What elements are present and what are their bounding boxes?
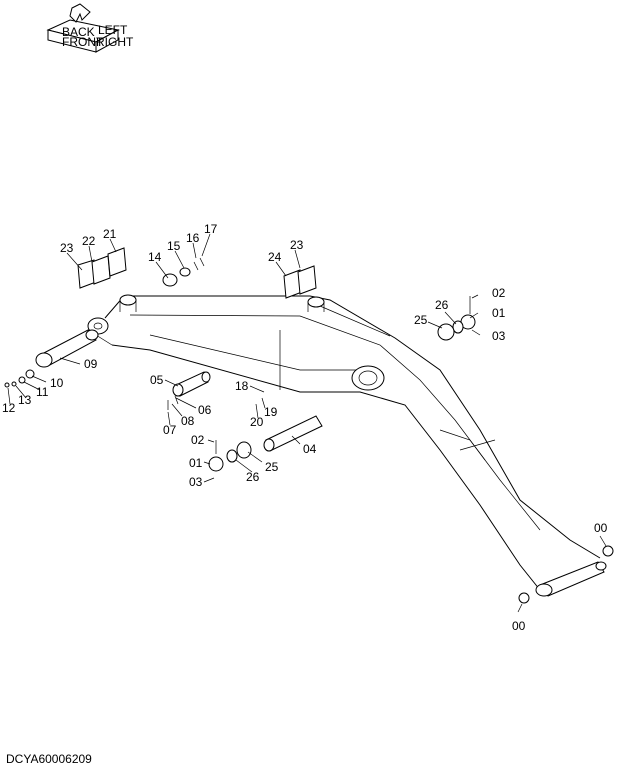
orientation-front-label: FRONT xyxy=(62,35,104,49)
part-label-13: 13 xyxy=(18,393,32,407)
part-label-22: 22 xyxy=(82,234,96,248)
part-label-21: 21 xyxy=(103,227,117,241)
orientation-back-label: BACK xyxy=(62,25,95,39)
pin-05 xyxy=(167,371,211,410)
part-label-06: 06 xyxy=(198,403,212,417)
orientation-right-label: RIGHT xyxy=(96,35,134,49)
part-label-18: 18 xyxy=(235,379,249,393)
part-label-15: 15 xyxy=(167,239,181,253)
part-label-25a: 25 xyxy=(265,460,279,474)
part-label-25b: 25 xyxy=(414,313,428,327)
washers-14-17 xyxy=(162,257,205,287)
lower-pin-cap xyxy=(208,440,252,472)
boom-body xyxy=(87,294,607,597)
leader-lines xyxy=(7,233,607,613)
part-label-02a: 02 xyxy=(191,433,205,447)
part-label-03b: 03 xyxy=(492,329,506,343)
part-label-26b: 26 xyxy=(435,298,449,312)
part-label-23b: 23 xyxy=(290,238,304,252)
part-label-04: 04 xyxy=(303,442,317,456)
part-label-09: 09 xyxy=(84,357,98,371)
part-label-20: 20 xyxy=(250,415,264,429)
shim-plates xyxy=(77,247,317,299)
part-label-01a: 01 xyxy=(189,456,203,470)
pin-09 xyxy=(35,329,99,368)
part-label-16: 16 xyxy=(186,231,200,245)
part-labels: 23 22 21 14 15 16 17 23 24 02 26 01 25 0… xyxy=(2,222,608,633)
part-label-00a: 00 xyxy=(594,521,608,535)
part-label-12: 12 xyxy=(2,401,16,415)
document-code: DCYA60006209 xyxy=(6,752,92,766)
part-label-08: 08 xyxy=(181,414,195,428)
part-label-05: 05 xyxy=(150,373,164,387)
part-label-26a: 26 xyxy=(246,470,260,484)
part-label-24: 24 xyxy=(268,250,282,264)
part-label-11: 11 xyxy=(36,385,49,399)
orientation-left-label: LEFT xyxy=(98,23,128,37)
part-label-10: 10 xyxy=(50,376,64,390)
part-label-14: 14 xyxy=(148,250,162,264)
orientation-icon: BACK FRONT RIGHT LEFT xyxy=(46,3,134,53)
part-label-02b: 02 xyxy=(492,286,506,300)
part-label-01b: 01 xyxy=(492,306,506,320)
part-label-03a: 03 xyxy=(189,475,203,489)
pin-04 xyxy=(263,415,323,452)
part-label-00b: 00 xyxy=(512,619,526,633)
part-label-07: 07 xyxy=(163,423,177,437)
part-label-17: 17 xyxy=(204,222,218,236)
part-label-23a: 23 xyxy=(60,241,74,255)
o-rings-00 xyxy=(518,545,614,604)
part-label-19: 19 xyxy=(264,405,278,419)
